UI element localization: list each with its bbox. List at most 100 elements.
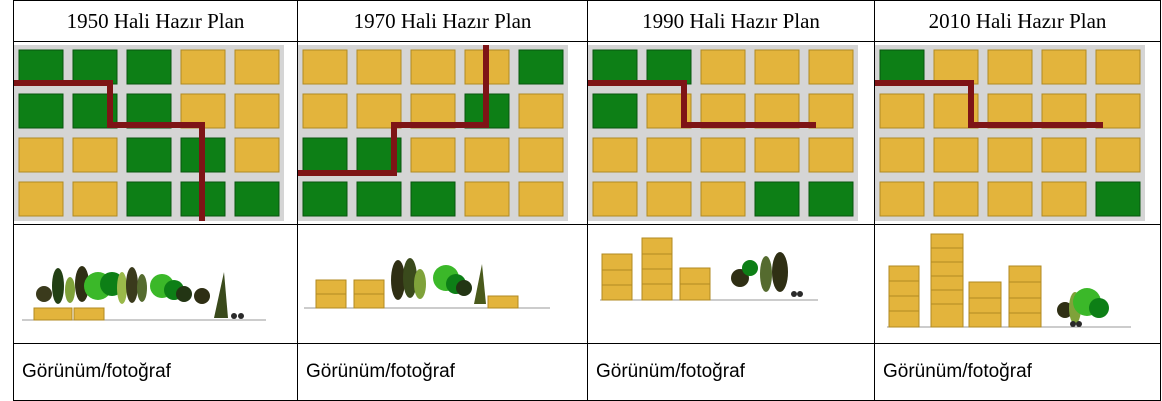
- building: [601, 253, 633, 301]
- main-road: [14, 80, 205, 221]
- tree-cluster: [36, 266, 244, 319]
- urban-change-table: 1950 Hali Hazır Plan 1970 Hali Hazır Pla…: [13, 0, 1161, 401]
- plan-grid-1990: [588, 45, 858, 221]
- built-block: [754, 49, 800, 85]
- view-cell-1950: [13, 224, 298, 344]
- built-block: [646, 181, 692, 217]
- building: [930, 233, 964, 328]
- main-road: [298, 45, 489, 176]
- plan-grid-2010: [875, 45, 1145, 221]
- building: [73, 307, 105, 321]
- built-block: [879, 93, 925, 129]
- built-block: [987, 181, 1033, 217]
- header-row: 1950 Hali Hazır Plan 1970 Hali Hazır Pla…: [13, 0, 1161, 42]
- built-block: [234, 49, 280, 85]
- built-block: [933, 49, 979, 85]
- plan-cell-1950: [13, 41, 298, 225]
- green-block: [410, 181, 456, 217]
- built-block: [808, 137, 854, 173]
- green-block: [126, 49, 172, 85]
- built-block: [234, 93, 280, 129]
- view-cell-1970: [297, 224, 588, 344]
- built-block: [933, 137, 979, 173]
- built-block: [302, 49, 348, 85]
- built-block: [518, 93, 564, 129]
- elevation-illustration-1990: [600, 237, 818, 301]
- built-block: [410, 137, 456, 173]
- built-block: [518, 137, 564, 173]
- green-block: [518, 49, 564, 85]
- green-block: [126, 137, 172, 173]
- panel-title-2010: 2010 Hali Hazır Plan: [874, 0, 1161, 42]
- green-block: [302, 137, 348, 173]
- built-block: [700, 181, 746, 217]
- green-block: [808, 181, 854, 217]
- built-block: [180, 49, 226, 85]
- built-block: [700, 49, 746, 85]
- panel-caption-2010: Görünüm/fotoğraf: [874, 343, 1161, 401]
- built-block: [1041, 137, 1087, 173]
- green-block: [18, 49, 64, 85]
- plan-grid-1970: [298, 45, 568, 221]
- panel-title-1970: 1970 Hali Hazır Plan: [297, 0, 588, 42]
- panel-title-1950: 1950 Hali Hazır Plan: [13, 0, 298, 42]
- built-block: [18, 137, 64, 173]
- elevation-view-row: [13, 224, 1161, 344]
- built-block: [1041, 49, 1087, 85]
- elevation-illustration-1950: [22, 266, 266, 321]
- panel-caption-1990: Görünüm/fotoğraf: [587, 343, 875, 401]
- built-block: [1095, 137, 1141, 173]
- green-block: [592, 49, 638, 85]
- built-block: [464, 181, 510, 217]
- elevation-illustration-1970: [304, 258, 550, 309]
- main-road: [875, 80, 1103, 128]
- green-block: [1095, 181, 1141, 217]
- tree-cluster: [731, 252, 803, 297]
- built-block: [234, 137, 280, 173]
- built-block: [700, 137, 746, 173]
- built-block: [879, 137, 925, 173]
- green-block: [754, 181, 800, 217]
- main-road: [588, 80, 816, 128]
- built-block: [987, 49, 1033, 85]
- building: [33, 307, 73, 321]
- built-block: [1095, 93, 1141, 129]
- elevation-illustration-2010: [887, 233, 1131, 328]
- built-block: [302, 93, 348, 129]
- built-block: [356, 49, 402, 85]
- built-block: [1095, 49, 1141, 85]
- built-block: [18, 181, 64, 217]
- built-block: [72, 181, 118, 217]
- green-block: [592, 93, 638, 129]
- built-block: [1041, 181, 1087, 217]
- green-block: [126, 181, 172, 217]
- built-block: [808, 49, 854, 85]
- plan-cell-1990: [587, 41, 875, 225]
- building: [487, 295, 519, 309]
- built-block: [464, 137, 510, 173]
- built-block: [518, 181, 564, 217]
- plan-cell-2010: [874, 41, 1161, 225]
- tree-cluster: [391, 258, 486, 304]
- green-block: [72, 49, 118, 85]
- view-cell-1990: [587, 224, 875, 344]
- plan-grid-row: [13, 41, 1161, 225]
- green-block: [356, 181, 402, 217]
- built-block: [646, 137, 692, 173]
- view-cell-2010: [874, 224, 1161, 344]
- tree-cluster: [1057, 288, 1109, 327]
- green-block: [302, 181, 348, 217]
- built-block: [933, 181, 979, 217]
- built-block: [987, 137, 1033, 173]
- panel-caption-1950: Görünüm/fotoğraf: [13, 343, 298, 401]
- panel-title-1990: 1990 Hali Hazır Plan: [587, 0, 875, 42]
- green-block: [234, 181, 280, 217]
- plan-grid-1950: [14, 45, 284, 221]
- plan-cell-1970: [297, 41, 588, 225]
- built-block: [879, 181, 925, 217]
- built-block: [410, 49, 456, 85]
- building: [1008, 265, 1042, 328]
- green-block: [879, 49, 925, 85]
- built-block: [808, 93, 854, 129]
- green-block: [646, 49, 692, 85]
